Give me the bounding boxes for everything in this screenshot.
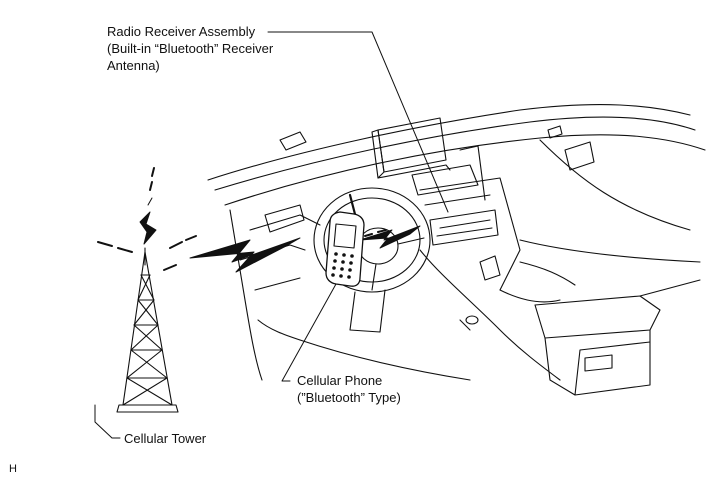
cellular-tower-label: Cellular Tower: [124, 431, 207, 446]
cellular-tower-icon: [116, 247, 179, 413]
vehicle-dashboard-illustration: [207, 104, 706, 396]
phone-leader-line: [281, 283, 337, 382]
radio-receiver-label: Radio Receiver Assembly (Built-in “Bluet…: [107, 23, 273, 74]
radio-label-line-1: Radio Receiver Assembly: [107, 24, 256, 39]
radio-label-line-2: (Built-in “Bluetooth” Receiver: [107, 41, 274, 56]
signal-dash-lines: [97, 167, 387, 271]
leader-lines: [94, 31, 449, 439]
radio-label-line-3: Antenna): [107, 58, 160, 73]
radio-leader-line: [267, 31, 449, 213]
signal-bolt-icon: [139, 197, 421, 273]
tower-leader-line: [94, 404, 121, 439]
phone-label-line-1: Cellular Phone: [297, 373, 383, 388]
phone-label-line-2: (”Bluetooth” Type): [297, 390, 401, 405]
cellular-phone-label: Cellular Phone (”Bluetooth” Type): [297, 372, 401, 406]
corner-mark: H: [9, 463, 17, 475]
cellular-phone-icon: [325, 193, 365, 287]
